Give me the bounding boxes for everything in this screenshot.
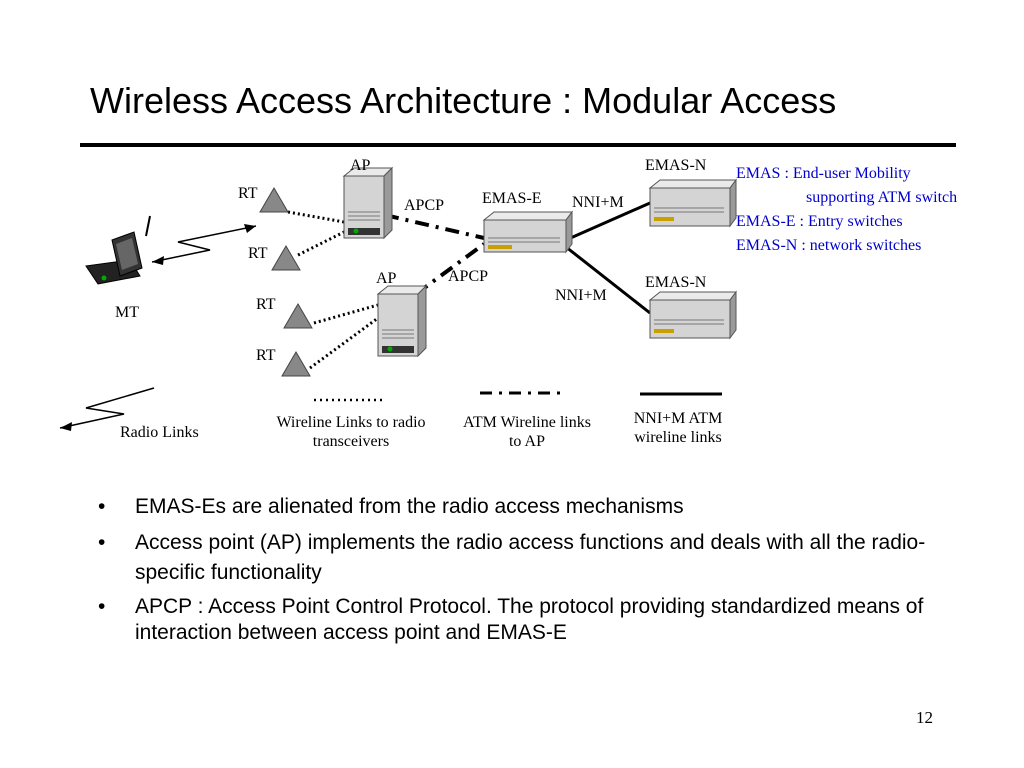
bullet-glyph: • xyxy=(98,495,106,518)
bullet-glyph: • xyxy=(98,595,106,618)
rt-transceiver-2 xyxy=(271,245,301,271)
rt-label-4: RT xyxy=(256,347,276,364)
emas-n-bottom-label: EMAS-N xyxy=(645,274,707,291)
bullet-item: • APCP : Access Point Control Protocol. T… xyxy=(98,594,958,646)
rt-label-2: RT xyxy=(248,245,268,262)
emas-e-switch-device xyxy=(482,210,573,254)
nni-link-top xyxy=(565,201,651,242)
ap-bottom-label: AP xyxy=(376,270,397,287)
bullet-text: EMAS-Es are alienated from the radio acc… xyxy=(135,495,684,518)
dotted-link-rt3-ap xyxy=(313,303,379,325)
atm-link-ap-bottom xyxy=(414,242,486,296)
atm-link-ap-top xyxy=(384,213,485,240)
bullet-list: • EMAS-Es are alienated from the radio ac… xyxy=(98,492,958,652)
access-point-bottom-device xyxy=(376,284,428,358)
mt-label: MT xyxy=(115,304,139,321)
nni-link-bottom xyxy=(565,245,651,315)
emas-n-bottom-switch-device xyxy=(648,290,737,340)
slide-title: Wireless Access Architecture : Modular A… xyxy=(90,80,837,121)
access-point-top-device xyxy=(342,166,394,240)
bullet-text: APCP : Access Point Control Protocol. Th… xyxy=(135,595,924,644)
mobile-terminal-laptop xyxy=(85,215,151,285)
dotted-link-rt4-ap xyxy=(309,316,379,370)
nni-top-label: NNI+M xyxy=(572,194,624,211)
dotted-link-rt2-ap xyxy=(297,230,345,257)
ap-top-label: AP xyxy=(350,157,371,174)
rt-transceiver-4 xyxy=(281,351,311,377)
legend-solid-label: NNI+M ATM wireline links xyxy=(633,410,723,446)
bullet-item: • Access point (AP) implements the radio … xyxy=(98,528,958,588)
apcp-top-label: APCP xyxy=(404,197,445,214)
page-number: 12 xyxy=(916,708,933,727)
emas-n-top-switch-device xyxy=(648,178,737,228)
emas-e-label: EMAS-E xyxy=(482,190,542,207)
title-underline xyxy=(80,143,956,147)
definition-line-4: EMAS-N : network switches xyxy=(736,237,922,254)
nni-bottom-label: NNI+M xyxy=(555,287,607,304)
rt-label-1: RT xyxy=(238,185,258,202)
legend-dotted-label: Wireline Links to radio transceivers xyxy=(276,414,426,450)
definition-line-1: EMAS : End-user Mobility xyxy=(736,165,911,182)
emas-definitions: EMAS : End-user Mobility supporting ATM … xyxy=(736,162,957,258)
apcp-bottom-label: APCP xyxy=(448,268,489,285)
bullet-item: • EMAS-Es are alienated from the radio ac… xyxy=(98,492,958,522)
legend-dashdot-label: ATM Wireline links to AP xyxy=(463,414,591,450)
legend-radio-link-symbol xyxy=(59,387,155,431)
rt-transceiver-3 xyxy=(283,303,313,329)
emas-n-top-label: EMAS-N xyxy=(645,157,707,174)
bullet-text: Access point (AP) implements the radio a… xyxy=(135,531,926,584)
radio-link-zigzag xyxy=(151,224,257,265)
definition-line-3: EMAS-E : Entry switches xyxy=(736,213,903,230)
rt-label-3: RT xyxy=(256,296,276,313)
dotted-link-rt1-ap xyxy=(287,210,345,224)
legend-radio-links-label: Radio Links xyxy=(120,424,199,441)
rt-transceiver-1 xyxy=(259,187,289,213)
bullet-glyph: • xyxy=(98,531,106,554)
definition-line-2: supporting ATM switch xyxy=(806,189,958,206)
